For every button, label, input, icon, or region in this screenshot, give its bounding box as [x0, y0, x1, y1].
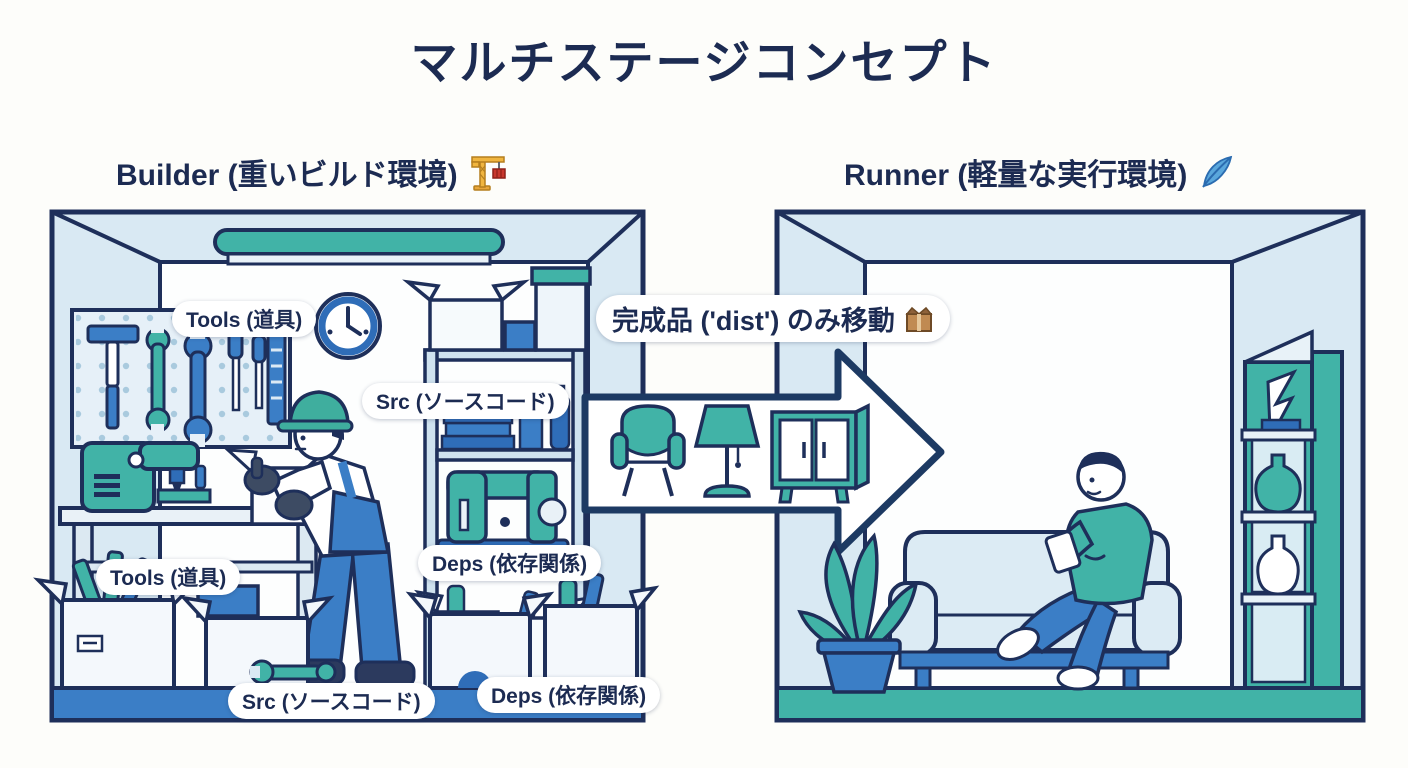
screwdriver-icon [251, 334, 267, 410]
package-icon [904, 304, 934, 334]
label-tools-wall: Tools (道具) [172, 301, 317, 337]
runner-person [996, 451, 1154, 691]
builder-heading-label: Builder (重いビルド環境) [116, 159, 458, 192]
transfer-arrow [581, 348, 945, 556]
transfer-label: 完成品 ('dist') のみ移動 [596, 295, 950, 342]
floor-lamp-icon [693, 404, 761, 498]
drill-press [80, 441, 212, 513]
page-title: マルチステージコンセプト [410, 36, 998, 89]
label-deps-shelf: Deps (依存関係) [418, 545, 602, 581]
label-src-floor: Src (ソースコード) [228, 683, 435, 719]
white-vase-icon [1256, 534, 1300, 596]
crane-icon [468, 152, 508, 192]
label-src-shelf: Src (ソースコード) [362, 383, 569, 419]
display-shelf [1240, 329, 1344, 690]
wrench-icon [145, 322, 171, 435]
box-stack-top [402, 266, 592, 352]
runner-heading: Runner (軽量な実行環境) [844, 150, 1235, 194]
builder-heading: Builder (重いビルド環境) [116, 150, 508, 194]
clock [314, 292, 382, 360]
ceiling-light [213, 228, 505, 266]
potted-plant [797, 532, 919, 694]
hammer-icon [86, 324, 140, 430]
runner-heading-label: Runner (軽量な実行環境) [844, 159, 1188, 192]
file-tool-icon [266, 320, 287, 426]
label-deps-floor: Deps (依存関係) [477, 677, 661, 713]
wrench-icon [183, 326, 213, 447]
cabinet-icon [770, 403, 870, 504]
floor-wrench-icon [249, 659, 337, 685]
armchair-icon [610, 404, 686, 497]
feather-icon [1197, 153, 1235, 191]
label-tools-floor: Tools (道具) [96, 559, 241, 595]
teal-vase-icon [1254, 453, 1302, 514]
transfer-label-text: 完成品 ('dist') のみ移動 [612, 306, 895, 336]
sculpture-icon [1260, 369, 1302, 432]
